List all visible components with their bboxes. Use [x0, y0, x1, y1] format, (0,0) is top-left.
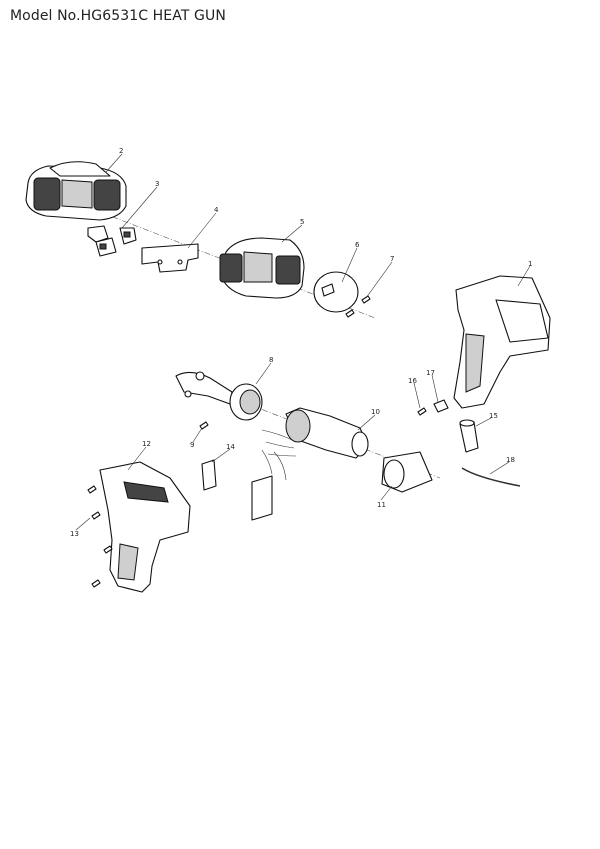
- part-17-clip[interactable]: [433, 399, 449, 413]
- callout-13: 13: [70, 530, 79, 538]
- part-18-cord[interactable]: [461, 467, 521, 487]
- callout-4: 4: [214, 206, 219, 214]
- callout-11: 11: [377, 501, 386, 509]
- part-13-screws[interactable]: [87, 485, 113, 588]
- callout-16: 16: [408, 377, 417, 385]
- callout-14: 14: [226, 443, 235, 451]
- callout-1: 1: [528, 260, 532, 268]
- part-16-screw[interactable]: [417, 407, 427, 416]
- leader-lines: [75, 153, 531, 531]
- callout-15: 15: [489, 412, 498, 420]
- part-6-switch-plate[interactable]: [313, 271, 359, 313]
- part-15-sleeve[interactable]: [459, 419, 479, 453]
- callout-2: 2: [119, 147, 123, 155]
- callout-labels: 1 2 3 4 5 6 7 8 9 10 11 12 13 14 15 16 1…: [70, 147, 532, 538]
- callout-7: 7: [390, 255, 394, 263]
- callout-5: 5: [300, 218, 304, 226]
- part-1-housing-half[interactable]: [453, 275, 551, 409]
- part-9-screw[interactable]: [199, 421, 209, 430]
- part-3-clip-set[interactable]: [87, 225, 137, 257]
- part-10-heating-element[interactable]: [261, 407, 369, 459]
- circuit-board[interactable]: [251, 449, 287, 521]
- part-8-fan-motor[interactable]: [175, 371, 263, 421]
- callout-10: 10: [371, 408, 380, 416]
- callout-9: 9: [190, 441, 194, 449]
- part-11-nozzle[interactable]: [381, 451, 433, 493]
- callout-17: 17: [426, 369, 435, 377]
- callout-3: 3: [155, 180, 159, 188]
- part-5-front-housing[interactable]: [219, 237, 305, 299]
- part-4-bracket[interactable]: [141, 243, 199, 273]
- part-12-housing-half[interactable]: [99, 461, 191, 593]
- callout-18: 18: [506, 456, 515, 464]
- callout-12: 12: [142, 440, 151, 448]
- diagram-title: Model No.HG6531C HEAT GUN: [10, 8, 226, 24]
- part-2-rear-cover[interactable]: [25, 161, 127, 221]
- part-14-switch[interactable]: [201, 459, 217, 491]
- callout-8: 8: [269, 356, 273, 364]
- part-7-screws[interactable]: [345, 295, 371, 318]
- callout-6: 6: [355, 241, 360, 249]
